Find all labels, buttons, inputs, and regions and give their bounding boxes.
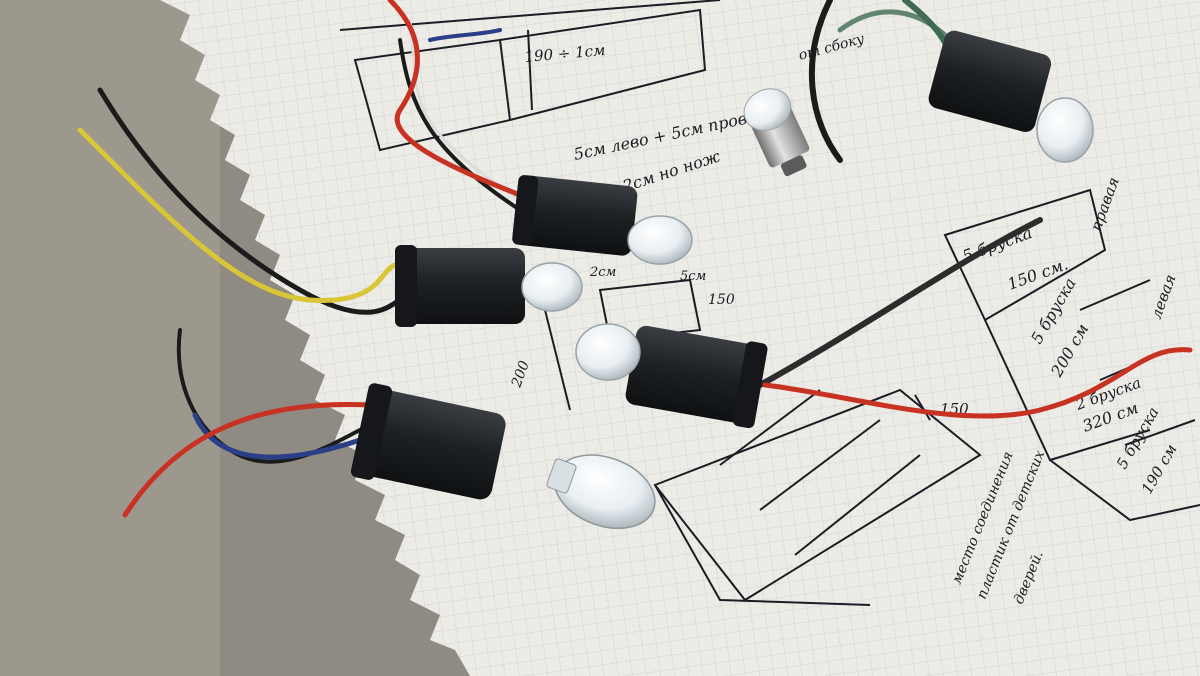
note-150-mid: 150: [708, 292, 735, 308]
bulb-3: [575, 323, 641, 381]
loose-bulb-wedge: [546, 454, 656, 530]
bulb-1: [627, 215, 693, 265]
note-2cm: 2см: [589, 265, 616, 280]
socket-5: [928, 30, 1052, 132]
loose-bulb-metal: [743, 88, 810, 177]
bulb-2: [521, 262, 583, 312]
wires: [77, 0, 1193, 518]
bulb-5: [1036, 97, 1094, 163]
socket-2: [395, 245, 525, 327]
socket-1: [512, 175, 638, 256]
note-5cm: 5см: [680, 269, 706, 284]
socket-4: [350, 383, 506, 500]
socket-3: [625, 325, 768, 429]
